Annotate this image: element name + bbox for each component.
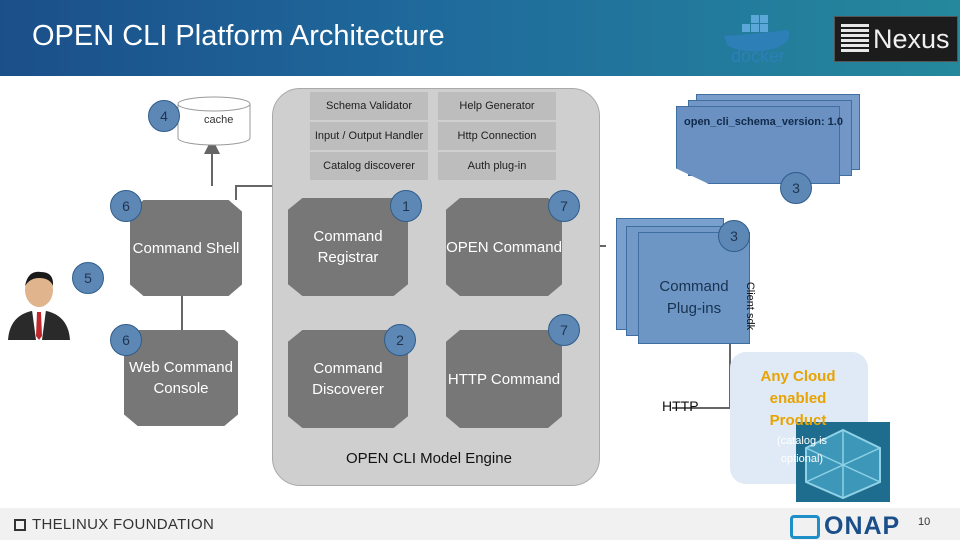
schema-version-label: open_cli_schema_version: 1.0 [684,116,843,128]
product-title: Any Cloud enabled Product [760,368,836,429]
badge-3-schema: 3 [780,172,812,204]
svg-text:docker: docker [731,46,785,64]
schema-validator: Schema Validator [310,92,428,120]
docker-logo: docker [716,4,800,66]
linux-foundation-logo: THELINUX FOUNDATION [14,516,214,533]
cache-cylinder [176,96,252,146]
onap-logo: ONAP [790,512,900,541]
slide-title: OPEN CLI Platform Architecture [32,20,445,52]
http-connection: Http Connection [438,122,556,150]
client-sdk-label: Client sdk [744,281,757,331]
open-command: OPEN Command [446,198,562,296]
command-registrar: Command Registrar [288,198,408,296]
user-avatar [6,264,72,340]
badge-3-plugins: 3 [718,220,750,252]
command-shell: Command Shell [130,200,242,296]
command-discoverer: Command Discoverer [288,330,408,428]
cache-label: cache [204,114,234,126]
web-command-console: Web Command Console [124,330,238,426]
command-plugins-label: Command Plug-ins [659,278,729,317]
page-number: 10 [918,516,931,528]
product-note: (catalog is optional) [776,435,828,465]
badge-7-http: 7 [548,314,580,346]
header-bar [0,0,960,76]
input-output-handler: Input / Output Handler [310,122,428,150]
catalog-discoverer: Catalog discoverer [310,152,428,180]
badge-7-open: 7 [548,190,580,222]
badge-6-shell: 6 [110,190,142,222]
product-cube-icon [796,422,890,502]
auth-plugin: Auth plug-in [438,152,556,180]
http-command: HTTP Command [446,330,562,428]
badge-2: 2 [384,324,416,356]
schema-doc-front [676,106,840,184]
http-label: HTTP [662,398,699,414]
badge-4: 4 [148,100,180,132]
footer-bar [0,508,960,540]
badge-1: 1 [390,190,422,222]
badge-5: 5 [72,262,104,294]
help-generator: Help Generator [438,92,556,120]
engine-label: OPEN CLI Model Engine [346,450,512,467]
badge-6-console: 6 [110,324,142,356]
nexus-logo: Nexus [834,16,958,62]
